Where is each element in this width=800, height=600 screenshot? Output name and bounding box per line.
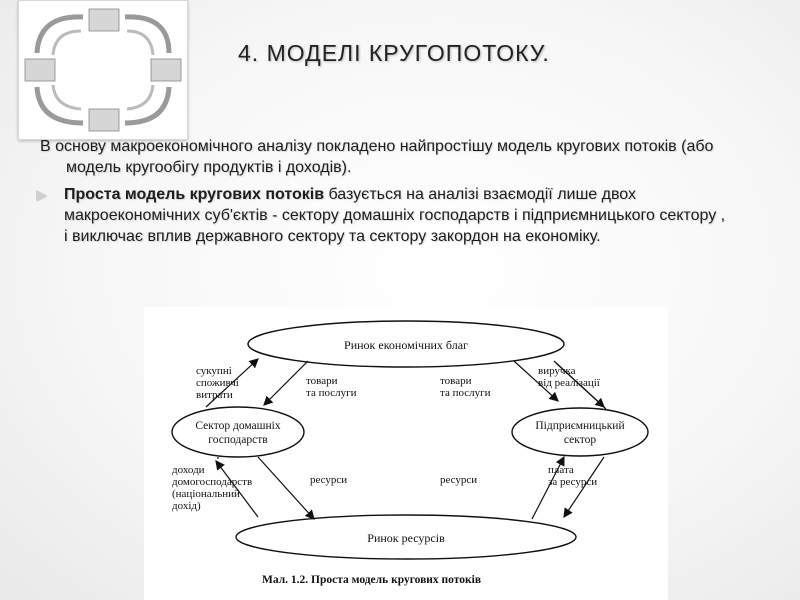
arrow-resources-to-firms (531, 455, 565, 520)
arrow-payment (563, 456, 605, 518)
households-label-line2: господарств (208, 434, 268, 446)
paragraph-intro-text: В основу макроекономічного аналізу покла… (40, 138, 714, 176)
firms-ellipse (511, 407, 649, 457)
goods-market-label: Ринок економічних благ (344, 338, 468, 352)
resources-market-label: Ринок ресурсів (367, 531, 445, 545)
bullet-icon: ▶ (36, 186, 47, 202)
revenue-line2: від реалізації (538, 377, 601, 389)
paragraph-simple-model-text: базується на аналізі взаємодії лише двох… (64, 186, 726, 245)
diagram-caption: Мал. 1.2. Проста модель кругових потоків (262, 574, 481, 586)
household-income-line3: (національний (172, 488, 240, 500)
thumbnail-diagram (24, 8, 182, 132)
arrow-spending-outer (205, 358, 259, 408)
circular-flow-svg: Ринок економічних благ Ринок ресурсів Се… (171, 320, 649, 586)
arrow-goods-from-firms (513, 360, 559, 402)
arrow-goods-to-households (263, 360, 309, 406)
firms-label-line1: Підприємницький (535, 420, 624, 432)
goods-market-ellipse (247, 320, 565, 368)
payment-line1: плата (548, 464, 574, 476)
paragraph-bold-term: Проста модель кругових потоків (64, 186, 325, 203)
thumbnail-circular-flow-image (18, 0, 188, 140)
household-income-line2: домогосподарств (172, 476, 252, 488)
goods-services-right-line2: та послуги (440, 387, 491, 399)
paragraph-simple-model: ▶ Проста модель кругових потоків базуєтьс… (36, 184, 726, 247)
payment-line2: за ресурси (548, 476, 597, 488)
resources-left-label: ресурси (310, 474, 347, 486)
resources-market-ellipse (235, 514, 577, 560)
firms-label-line2: сектор (564, 434, 596, 446)
arrow-goods-from-firms-line (555, 362, 607, 410)
aggregate-spending-line3: витрати (196, 389, 233, 401)
household-income-line4: дохід) (172, 500, 201, 512)
slide-content: В основу макроекономічного аналізу покла… (36, 136, 726, 253)
goods-services-right-line1: товари (440, 375, 472, 387)
aggregate-spending-line2: споживчі (196, 377, 239, 389)
households-ellipse (171, 406, 305, 458)
slide-title: 4. МОДЕЛІ КРУГОПОТОКУ. (238, 40, 550, 66)
household-income-line1: доходи (172, 464, 205, 476)
resources-right-label: ресурси (440, 474, 477, 486)
arrow-resources-from-households (257, 456, 315, 520)
arrow-income-to-households (215, 460, 259, 518)
goods-services-left-line1: товари (306, 375, 338, 387)
revenue-line1: виручка (538, 365, 576, 377)
goods-services-left-line2: та послуги (306, 387, 357, 399)
circular-flow-diagram: Ринок економічних благ Ринок ресурсів Се… (144, 307, 668, 600)
households-label-line1: Сектор домашніх (195, 420, 280, 432)
paragraph-intro: В основу макроекономічного аналізу покла… (36, 136, 726, 178)
aggregate-spending-line1: сукупні (196, 365, 232, 377)
